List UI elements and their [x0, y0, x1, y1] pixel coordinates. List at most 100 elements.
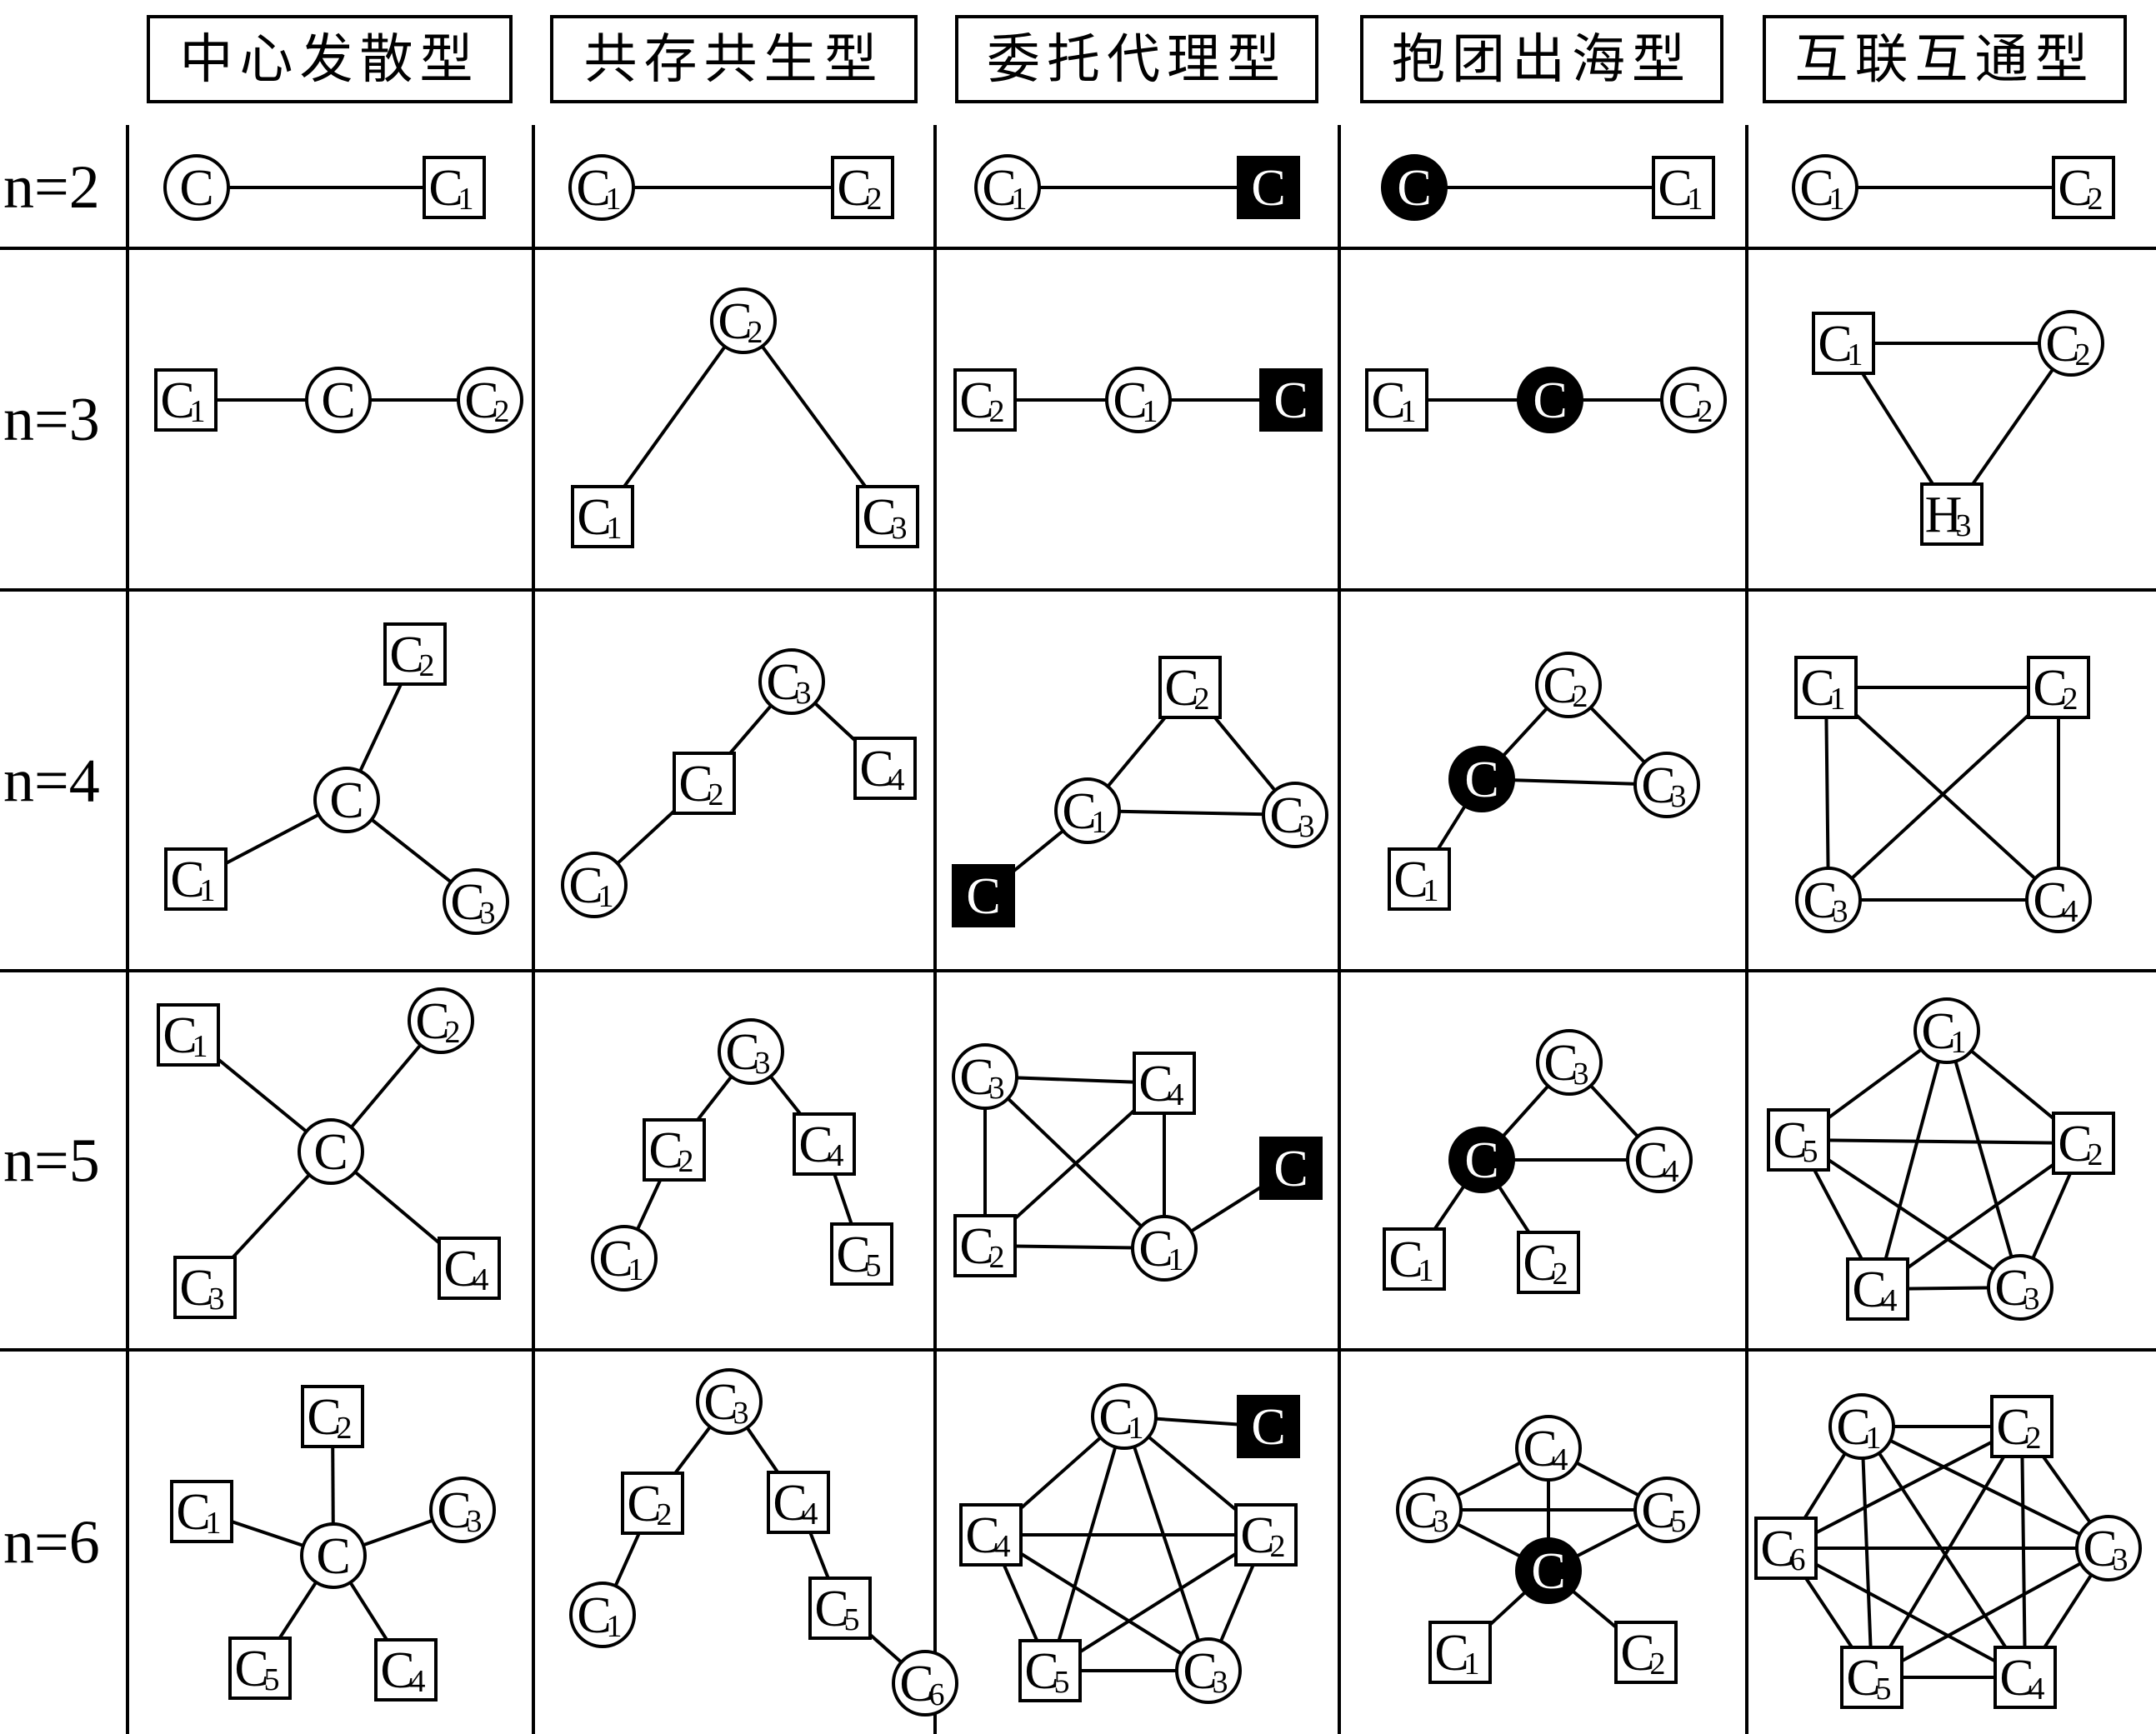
node-subscript: 3 [1433, 1504, 1449, 1539]
node-label: C [179, 160, 213, 217]
node-label: C [1668, 372, 1702, 429]
node-subscript: 2 [2075, 337, 2091, 372]
node-subscript: 1 [458, 182, 474, 217]
circle-icon [561, 852, 628, 918]
square-icon [374, 1638, 438, 1702]
square-icon [767, 1471, 830, 1534]
node-label: C [1818, 316, 1852, 372]
node-label: C [576, 160, 610, 217]
row-label: n=2 [3, 153, 100, 222]
header-row: 中心发散型共存共生型委托代理型抱团出海型互联互通型 [147, 15, 2127, 103]
black-square-icon [952, 864, 1015, 927]
node-label: C [1799, 160, 1833, 217]
node-circle: C1 [569, 1582, 636, 1648]
node-circle: C5 [1633, 1477, 1700, 1543]
node-label: C [160, 372, 194, 429]
node-subscript: 1 [1951, 1025, 1967, 1060]
black-square-icon [1259, 1137, 1323, 1200]
circle-icon [2025, 867, 2092, 933]
node-square: C1 [154, 368, 218, 432]
square-icon [1388, 847, 1451, 911]
node-label: C [1371, 372, 1405, 429]
node-subscript: 4 [2063, 894, 2078, 929]
square-icon [1754, 1517, 1818, 1580]
circle-icon [1660, 367, 1727, 433]
node-circle: C2 [1535, 652, 1602, 718]
circle-icon [443, 868, 509, 935]
node-label: C [959, 1049, 993, 1106]
circle-icon [1175, 1637, 1242, 1704]
connection-line [1798, 1138, 2084, 1145]
node-label: C [1397, 160, 1431, 217]
node-circle: C [298, 1118, 364, 1185]
node-label: C [648, 1122, 683, 1179]
node-label: C [1641, 757, 1675, 814]
connection-line [1785, 1547, 2026, 1679]
node-label: C [766, 654, 800, 711]
node-subscript: 1 [1464, 1647, 1480, 1682]
node-circle: C1 [1913, 997, 1980, 1064]
row-label: n=5 [3, 1127, 100, 1196]
node-circle: C1 [1792, 154, 1858, 221]
node-label: C [163, 1007, 197, 1064]
node-subscript: 2 [2088, 1137, 2103, 1172]
square-icon [173, 1256, 237, 1319]
node-label: C [1240, 1507, 1274, 1564]
circle-icon [1626, 1127, 1693, 1193]
node-subscript: 1 [1688, 182, 1703, 217]
node-circle: C1 [561, 852, 628, 918]
connection-line [1048, 1416, 1126, 1672]
connection-line [1797, 1138, 2022, 1289]
node-label: C [1836, 1399, 1870, 1456]
node-subscript: 1 [206, 1506, 222, 1541]
connection-line [1871, 1547, 2109, 1679]
node-label: C [1658, 160, 1692, 217]
black-circle-icon [1448, 746, 1515, 812]
black-circle-icon [1381, 154, 1448, 221]
square-icon [1133, 1052, 1196, 1115]
square-icon [1812, 312, 1875, 375]
node-subscript: 1 [607, 511, 623, 546]
node-square: C2 [1990, 1395, 2053, 1458]
node-label: C [965, 1507, 999, 1564]
node-square: C1 [164, 847, 228, 911]
node-label: C [798, 1117, 833, 1173]
node-label: C [2058, 160, 2092, 217]
node-square: C2 [673, 752, 736, 815]
node-square: C5 [808, 1577, 872, 1640]
table-grid [0, 125, 2156, 1734]
node-label: C [1999, 1650, 2033, 1707]
node-subscript: 1 [1423, 873, 1439, 908]
header-title-5: 互联互通型 [1795, 29, 2095, 91]
square-icon [157, 1003, 220, 1067]
node-label: C [2058, 1116, 2092, 1172]
node-label: C [899, 1656, 933, 1712]
node-circle: C1 [1131, 1215, 1198, 1282]
circle-icon [1987, 1254, 2053, 1321]
square-icon [1383, 1227, 1446, 1291]
circle-icon [408, 987, 474, 1054]
black-circle-icon [1517, 367, 1583, 433]
square-icon [1846, 1257, 1909, 1321]
connection-line [2020, 1426, 2027, 1678]
square-icon [793, 1112, 856, 1176]
node-subscript: 6 [929, 1677, 945, 1712]
node-subscript: 3 [1956, 508, 1972, 543]
node-subscript: 2 [989, 394, 1005, 429]
node-black-square: C [1259, 368, 1323, 432]
node-label: C [568, 857, 603, 914]
node-subscript: 1 [1128, 1411, 1144, 1446]
node-label: C [307, 1389, 341, 1446]
node-black-circle: C [1517, 367, 1583, 433]
square-icon [164, 847, 228, 911]
node-black-circle: C [1381, 154, 1448, 221]
node-subscript: 2 [1650, 1647, 1666, 1682]
node-black-square: C [1237, 156, 1300, 219]
